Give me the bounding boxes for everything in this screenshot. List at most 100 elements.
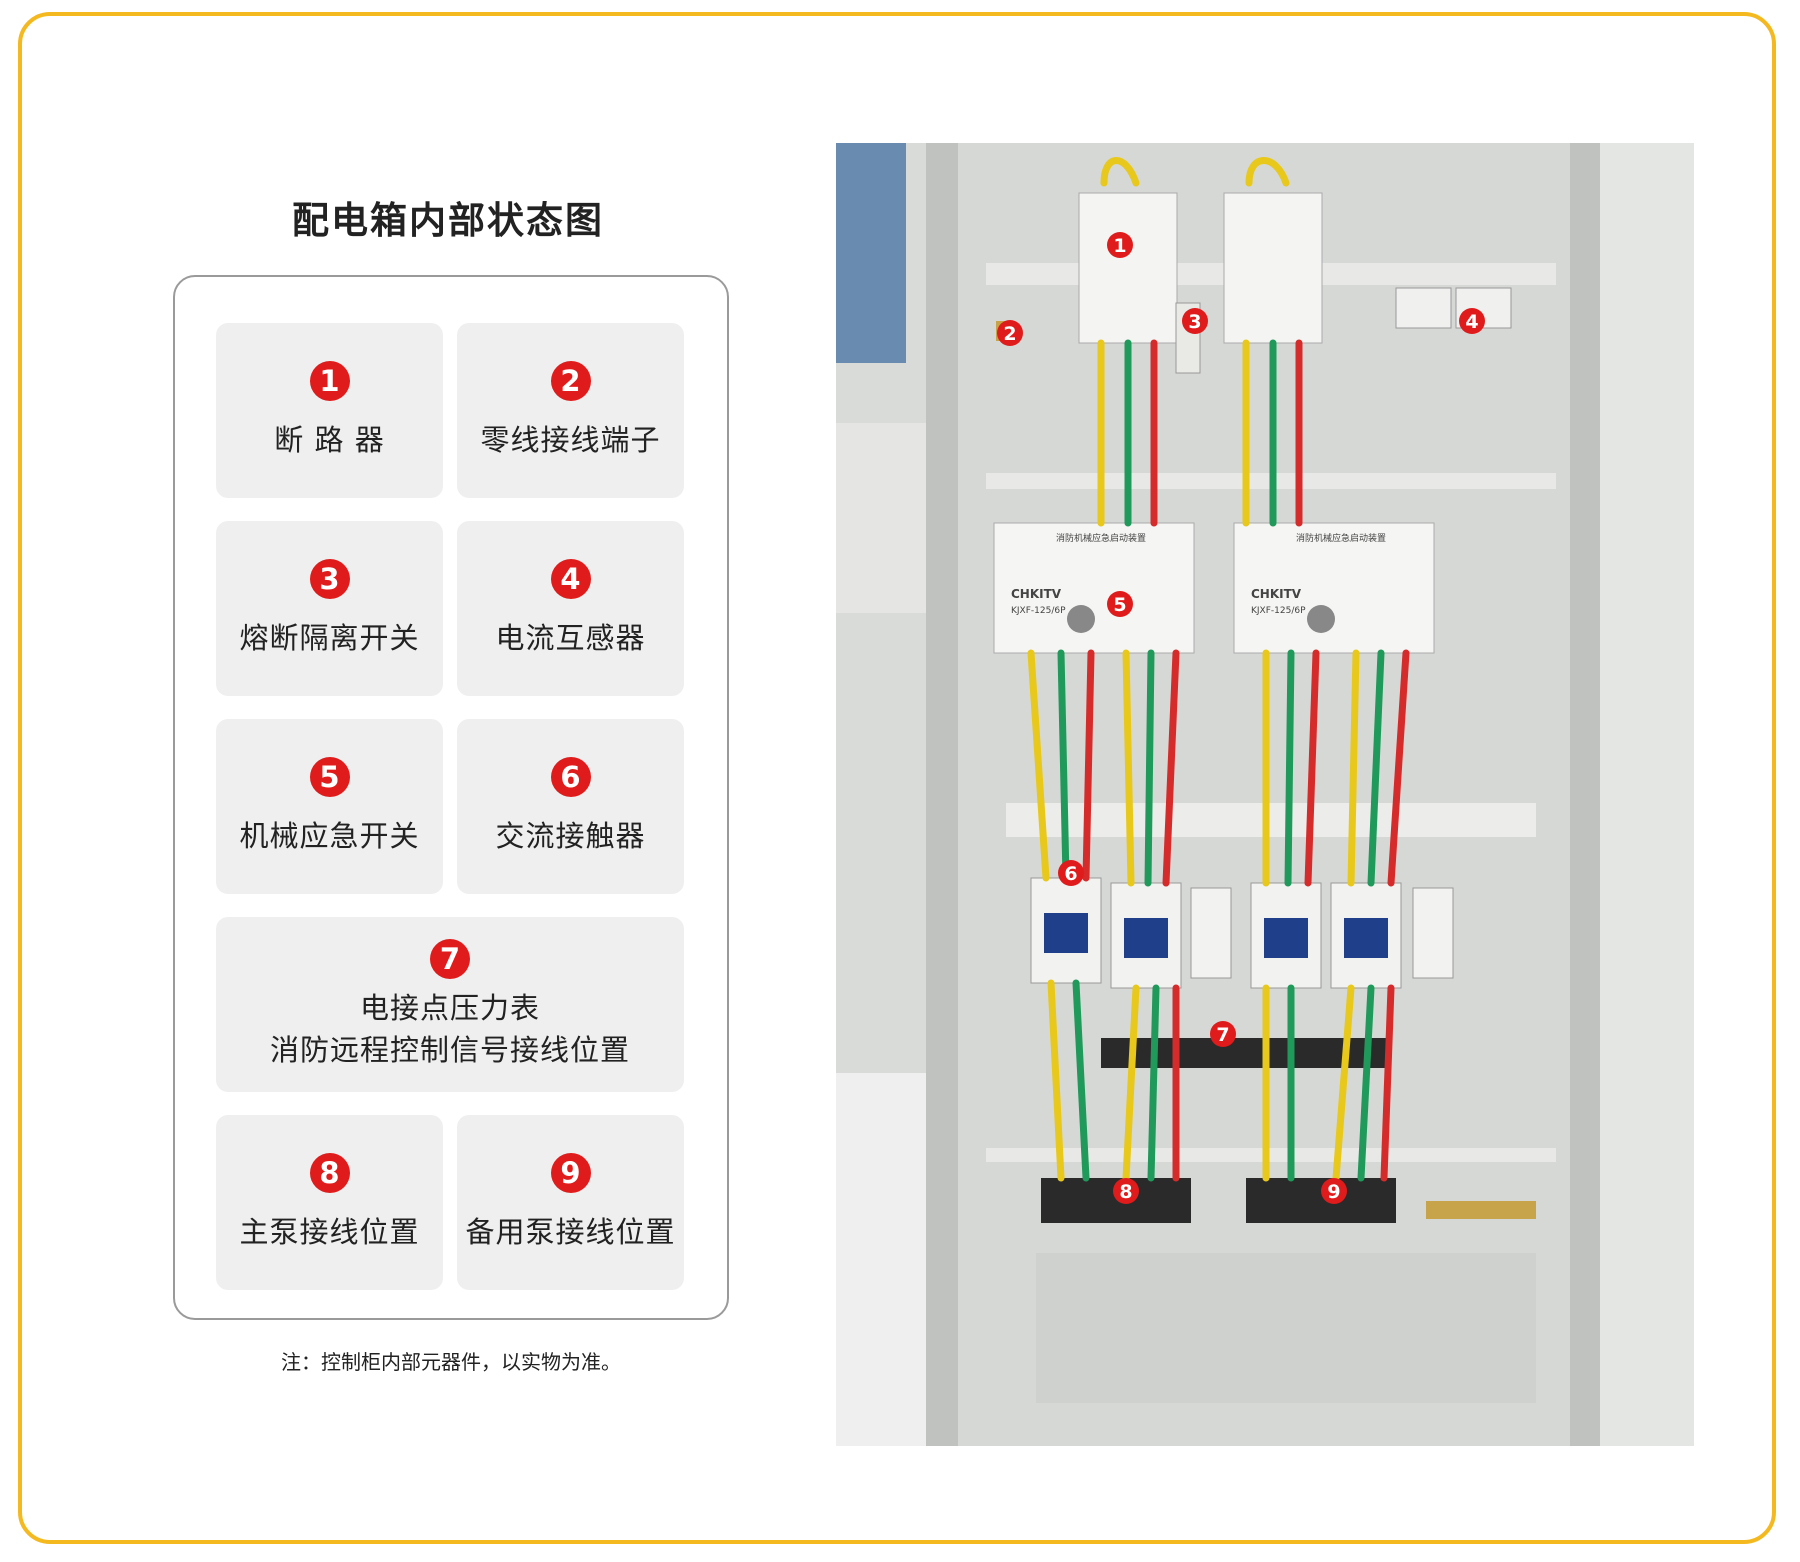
wire-top-2 (1245, 157, 1290, 187)
left-rail (926, 143, 958, 1446)
legend-item-7: 7 电接点压力表 消防远程控制信号接线位置 (216, 917, 684, 1092)
ats-unit-2 (1233, 522, 1435, 654)
legend-item-8: 8 主泵接线位置 (216, 1115, 443, 1290)
legend-item-2: 2 零线接线端子 (457, 323, 684, 498)
marker-8: 8 (1113, 1178, 1139, 1204)
door-device (836, 143, 906, 363)
ats-1-title: 消防机械应急启动装置 (1056, 532, 1146, 544)
marker-6: 6 (1058, 860, 1084, 886)
marker-4: 4 (1459, 308, 1485, 334)
wire-g10 (1357, 984, 1375, 1182)
wire-y8 (1122, 984, 1140, 1182)
ats-1-knob (1067, 605, 1095, 633)
cabinet-photo: CHKITV CHKITV KJXF-125/6P KJXF-125/6P 消防… (836, 143, 1694, 1446)
contactor-2-face (1124, 918, 1168, 958)
contactor-3-face (1264, 918, 1308, 958)
ats-2-title: 消防机械应急启动装置 (1296, 532, 1386, 544)
breaker-2 (1223, 192, 1323, 344)
bottom-plate (1036, 1253, 1536, 1403)
legend-item-9: 9 备用泵接线位置 (457, 1115, 684, 1290)
wire-y4 (1122, 649, 1135, 887)
breaker-1 (1078, 192, 1178, 344)
number-badge-7: 7 (430, 938, 470, 979)
ats-1-brand: CHKITV (1011, 587, 1062, 601)
ats-unit-1 (993, 522, 1195, 654)
wire-top-1 (1100, 157, 1140, 187)
legend-label-8: 主泵接线位置 (239, 1214, 420, 1249)
wire-g6 (1367, 649, 1385, 887)
marker-4-text: 4 (1465, 311, 1478, 333)
wire-r6 (1387, 649, 1410, 887)
marker-3-text: 3 (1188, 311, 1201, 333)
wire-y7 (1047, 979, 1065, 1182)
wire-g8 (1147, 984, 1160, 1182)
marker-8-text: 8 (1119, 1181, 1132, 1203)
contactor-1-face (1044, 913, 1088, 953)
current-transformer-1 (1395, 287, 1452, 329)
marker-9: 9 (1321, 1178, 1347, 1204)
number-badge-9: 9 (550, 1152, 591, 1193)
din-rail (1006, 803, 1536, 837)
number-badge-2: 2 (550, 360, 591, 401)
wire-y3 (1027, 649, 1050, 882)
right-panel (1600, 143, 1694, 1446)
standby-pump-terminals (1246, 1178, 1396, 1223)
contactor-3 (1250, 882, 1322, 989)
number-badge-1: 1 (309, 360, 350, 401)
legend-item-6: 6 交流接触器 (457, 719, 684, 894)
marker-1-text: 1 (1113, 235, 1126, 257)
wire-g4 (1144, 649, 1155, 887)
marker-7: 7 (1210, 1021, 1236, 1047)
marker-3: 3 (1182, 308, 1208, 334)
ats-2-model: KJXF-125/6P (1251, 606, 1306, 616)
legend-panel: 1 断 路 器 2 零线接线端子 3 熔断隔离开关 4 电流互感器 5 机械应急… (173, 275, 729, 1320)
number-badge-8: 8 (309, 1152, 350, 1193)
wire-r10 (1380, 984, 1395, 1182)
contactor-4-face (1344, 918, 1388, 958)
legend-label-4: 电流互感器 (495, 620, 646, 655)
right-rail (1570, 143, 1600, 1446)
ground-bar (1426, 1201, 1536, 1219)
ats-2-brand: CHKITV (1251, 587, 1302, 601)
marker-2: 2 (997, 320, 1023, 346)
wire-r3 (1082, 649, 1095, 882)
wire-g3 (1057, 649, 1070, 882)
wire-g7 (1072, 979, 1090, 1182)
legend-label-7-line2: 消防远程控制信号接线位置 (269, 1032, 630, 1067)
wire-r5 (1304, 649, 1320, 887)
cabinet-illustration: CHKITV CHKITV KJXF-125/6P KJXF-125/6P 消防… (836, 143, 1694, 1446)
footnote: 注：控制柜内部元器件，以实物为准。 (281, 1350, 621, 1374)
wire-g5 (1284, 649, 1295, 887)
wire-r4 (1162, 649, 1180, 887)
legend-item-3: 3 熔断隔离开关 (216, 521, 443, 696)
legend-item-4: 4 电流互感器 (457, 521, 684, 696)
legend-label-3: 熔断隔离开关 (239, 620, 420, 655)
number-badge-3: 3 (309, 558, 350, 599)
legend-label-5: 机械应急开关 (239, 818, 420, 853)
rail-bottom (986, 1148, 1556, 1162)
legend-label-2: 零线接线端子 (480, 422, 661, 457)
marker-9-text: 9 (1327, 1181, 1340, 1203)
door-bracket (836, 423, 926, 613)
relay-1 (1190, 887, 1232, 979)
marker-5: 5 (1107, 591, 1133, 617)
marker-2-text: 2 (1003, 323, 1016, 345)
number-badge-4: 4 (550, 558, 591, 599)
number-badge-5: 5 (309, 756, 350, 797)
marker-1: 1 (1107, 232, 1133, 258)
legend-label-6: 交流接触器 (495, 818, 646, 853)
legend-item-5: 5 机械应急开关 (216, 719, 443, 894)
marker-7-text: 7 (1216, 1024, 1229, 1046)
legend-item-1: 1 断 路 器 (216, 323, 443, 498)
number-badge-6: 6 (550, 756, 591, 797)
ats-2-knob (1307, 605, 1335, 633)
wire-y6 (1347, 649, 1360, 887)
relay-2 (1412, 887, 1454, 979)
marker-5-text: 5 (1113, 594, 1126, 616)
ats-1-model: KJXF-125/6P (1011, 606, 1066, 616)
wire-y10 (1332, 984, 1355, 1182)
legend-label-1: 断 路 器 (274, 422, 385, 457)
marker-6-text: 6 (1064, 863, 1077, 885)
page-title: 配电箱内部状态图 (292, 199, 604, 242)
legend-label-9: 备用泵接线位置 (465, 1214, 676, 1249)
